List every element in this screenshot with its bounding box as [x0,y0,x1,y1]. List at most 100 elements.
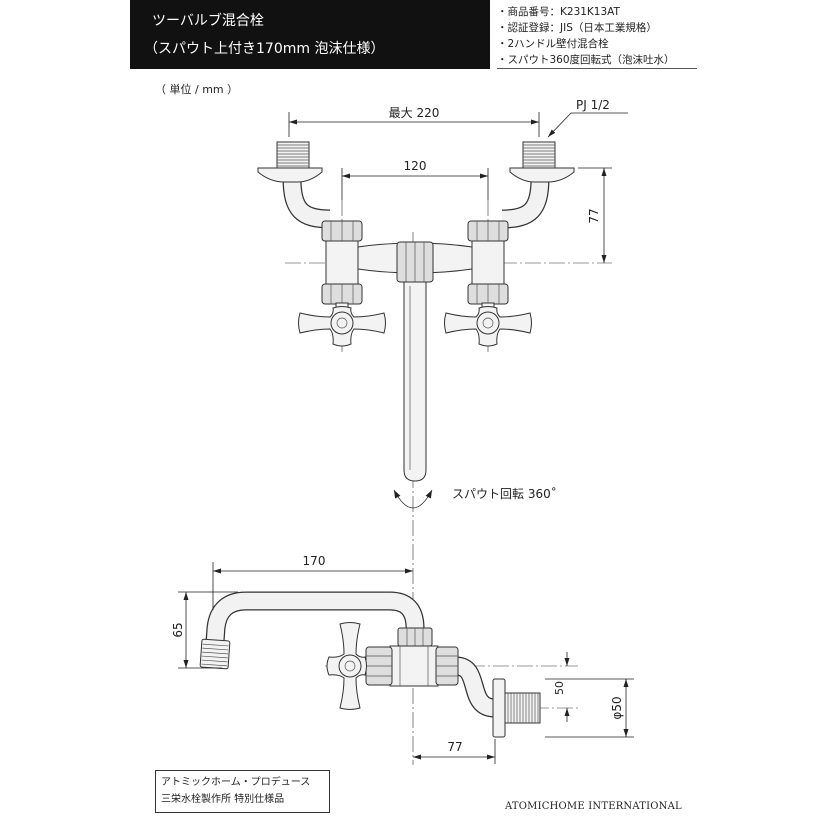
left-cross-handle [298,306,386,347]
spec-type: ・2ハンドル壁付混合栓 [497,38,609,50]
credit-box: アトミックホーム・プロデュース 三栄水栓製作所 特別仕様品 [155,770,330,813]
rotation-label: スパウト回転 360˚ [452,486,557,501]
dim-arrow [487,754,495,760]
dim-inlet-offset-label: 50 [553,681,566,695]
left-lower-nut-facets [330,284,354,304]
dimensions: 最大 220 PJ 1/2 120 77 [171,98,634,764]
left-valve [321,220,363,313]
dim-valve-pitch-label: 120 [404,159,427,173]
dim-spout-height-extensions [178,591,238,669]
dim-max-width: 最大 220 [288,106,540,137]
credit-line-producer: アトミックホーム・プロデュース [161,777,311,788]
left-inlet-elbow [283,177,331,228]
dim-flange-diameter-extensions [545,678,634,738]
side-spout-pipe [206,592,424,643]
dim-front-height-label: 77 [587,208,601,223]
product-subtitle: （スパウト上付き170mm 泡沫仕様） [144,41,385,57]
dim-arrow [289,119,297,125]
side-union-nut-facets [436,655,458,677]
dim-projection: 77 [413,739,496,764]
dim-spout-reach-label: 170 [303,554,326,568]
dim-flange-diameter: φ50 [545,678,634,738]
right-valve-body [471,239,505,287]
dim-arrow [405,568,413,574]
side-thread-lines [507,693,539,723]
left-valve-body [325,239,359,287]
dim-arrow [564,658,570,666]
product-title: ツーバルブ混合栓 [152,13,264,29]
side-handle-cap [344,660,356,672]
dim-front-height: 77 [578,167,612,263]
dim-arrow [213,568,221,574]
right-inlet-fitting [501,141,575,229]
spec-product-number: ・商品番号：K231K13AT [497,6,620,18]
spec-certification: ・認証登録：JIS（日本工業規格） [497,22,657,34]
dim-arrow [601,168,607,176]
dim-arrow [564,708,570,716]
right-cross-handle [444,306,532,347]
thread-callout-leader [547,112,628,138]
left-inlet-fitting [257,141,331,229]
side-valve-body [389,645,439,687]
spout-rotation-indicator: スパウト回転 360˚ [393,486,557,509]
dim-arrow [480,173,488,179]
spout-base-nut-facets [405,242,425,282]
side-bonnet-nut-facets [366,655,392,677]
right-upper-nut-facets [476,221,500,241]
right-valve [467,220,509,313]
thread-callout: PJ 1/2 [547,98,628,138]
right-wall-flange [509,167,575,183]
right-handle-cap [482,317,494,329]
front-view: スパウト回転 360˚ [257,141,575,509]
side-wall-flange [492,678,506,738]
dim-projection-label: 77 [447,740,462,754]
dim-arrow [183,660,189,668]
side-view [199,591,541,738]
left-upper-nut-facets [330,221,354,241]
left-handle-cap [336,317,348,329]
dim-flange-diameter-label: φ50 [610,696,624,719]
right-lower-nut-facets [476,284,500,304]
thread-callout-label: PJ 1/2 [576,98,610,112]
side-valve-body-bands [399,646,429,686]
right-inlet-thread [522,141,556,169]
left-wall-flange [257,167,323,183]
side-cross-handle [326,622,367,710]
dim-arrow [183,592,189,600]
side-inlet-elbow [454,657,497,717]
side-handle-hub [338,654,362,678]
spout-tube [403,281,427,482]
dim-arrow [531,119,539,125]
spec-list: ・商品番号：K231K13AT ・認証登録：JIS（日本工業規格） ・2ハンドル… [497,4,697,69]
spout-front [396,241,434,482]
rotation-arrow-left [394,490,401,499]
right-inlet-elbow [501,177,549,228]
spec-spout-rotation: ・スパウト360度回転式（泡沫吐水） [497,54,675,66]
spout-collar-facets [406,628,424,646]
left-thread-lines [277,144,309,167]
dim-arrow [342,173,350,179]
dim-spout-height: 65 [171,591,238,669]
dim-max-width-label: 最大 220 [389,106,440,120]
dim-arrow [413,754,421,760]
dim-spout-reach: 170 [212,554,413,610]
aerator-mesh-lines [201,643,229,667]
side-valve [365,645,541,738]
brand-name: ATOMICHOME INTERNATIONAL [505,801,682,812]
dim-spout-height-label: 65 [171,622,185,637]
thread-callout-arrow [548,129,556,137]
left-inlet-thread [276,141,310,169]
rotation-arrow-right [425,490,432,499]
right-thread-lines [523,144,555,167]
dim-arrow [623,729,629,737]
dim-valve-pitch-extensions [341,168,489,200]
dim-arrow [601,255,607,263]
dim-valve-pitch: 120 [341,159,489,200]
credit-line-maker: 三栄水栓製作所 特別仕様品 [161,794,285,805]
title-box: ツーバルブ混合栓 （スパウト上付き170mm 泡沫仕様） [130,0,490,69]
right-handle-hub [476,311,500,335]
dim-max-width-extensions [288,112,540,137]
dim-arrow [623,679,629,687]
